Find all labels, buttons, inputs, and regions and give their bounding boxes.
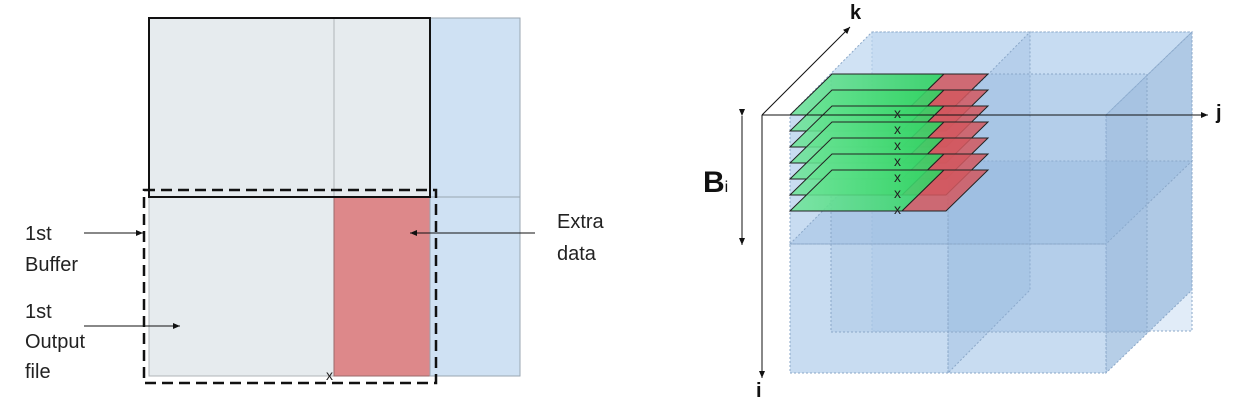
buffer-dashed-outline [142,188,438,385]
slab-marker-1: x [894,105,901,121]
buffer-label-line2: Buffer [25,254,78,276]
first-output-outline [148,17,431,198]
axis-j-label: j [1216,102,1222,124]
slab-marker-7: x [894,201,901,217]
top-left-block [148,17,335,198]
bottom-left-block [148,196,335,377]
slab-marker-4: x [894,153,901,169]
axis-i-label: i [756,380,762,402]
extra-data-block [333,196,431,377]
left-marker-x: x [326,367,333,383]
output-label-line3: file [25,361,51,383]
axis-k-label: k [850,2,862,24]
slab-marker-3: x [894,137,901,153]
extra-label-line2: data [557,243,596,265]
output-label-line1: 1st [25,301,52,323]
bi-label: Bi [703,166,728,205]
bi-label-subscript: i [724,179,729,196]
slab-marker-5: x [894,169,901,185]
slab-stack [788,73,990,212]
output-label-line2: Output [25,331,86,353]
slab-marker-6: x [894,185,901,201]
top-right-block [429,17,521,198]
extra-label-line1: Extra [557,211,604,233]
bottom-right-block [429,196,521,377]
slab-marker-2: x [894,121,901,137]
axis-k-line [761,26,851,116]
buffer-label-line1: 1st [25,223,52,245]
top-middle-block [333,17,431,198]
bi-label-main: B [703,166,725,199]
